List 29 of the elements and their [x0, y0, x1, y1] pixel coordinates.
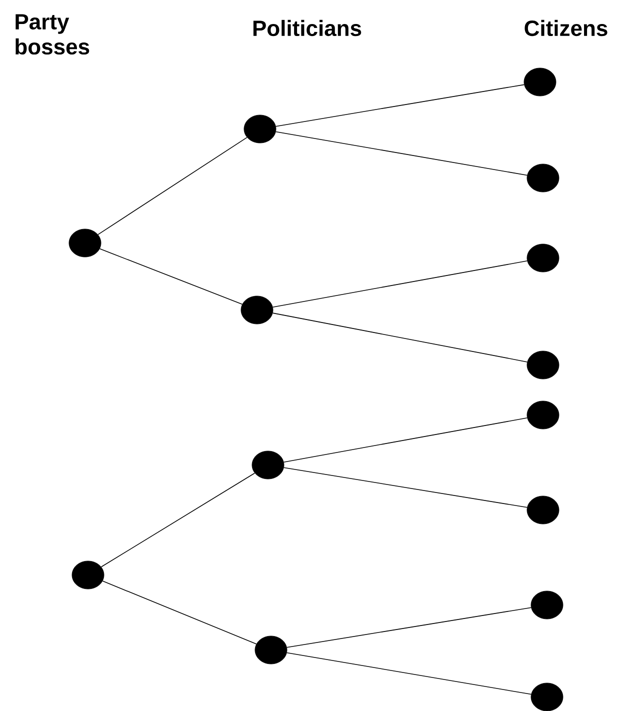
dot: [254, 636, 288, 664]
line: [284, 467, 528, 508]
line: [276, 131, 528, 176]
dot: [530, 590, 564, 620]
dot: [252, 450, 284, 480]
line: [286, 652, 532, 695]
line: [102, 580, 257, 644]
dot: [240, 296, 274, 324]
dot: [72, 560, 104, 590]
line: [272, 260, 528, 308]
line: [98, 137, 248, 235]
column-heading: Citizens: [524, 20, 608, 36]
dot: [244, 114, 276, 144]
dot: [524, 68, 556, 96]
dot: [530, 682, 564, 711]
line: [286, 607, 532, 648]
dot: [68, 228, 102, 258]
dot: [526, 400, 560, 430]
line: [99, 248, 243, 305]
line: [272, 312, 528, 362]
dot: [526, 244, 560, 272]
column-heading: Politicians: [253, 20, 362, 36]
column-heading: Party bosses: [16, 14, 90, 55]
dot: [526, 350, 560, 380]
dot: [526, 496, 560, 524]
line: [283, 417, 528, 463]
line: [100, 472, 256, 568]
dot: [526, 164, 560, 192]
line: [276, 84, 524, 127]
